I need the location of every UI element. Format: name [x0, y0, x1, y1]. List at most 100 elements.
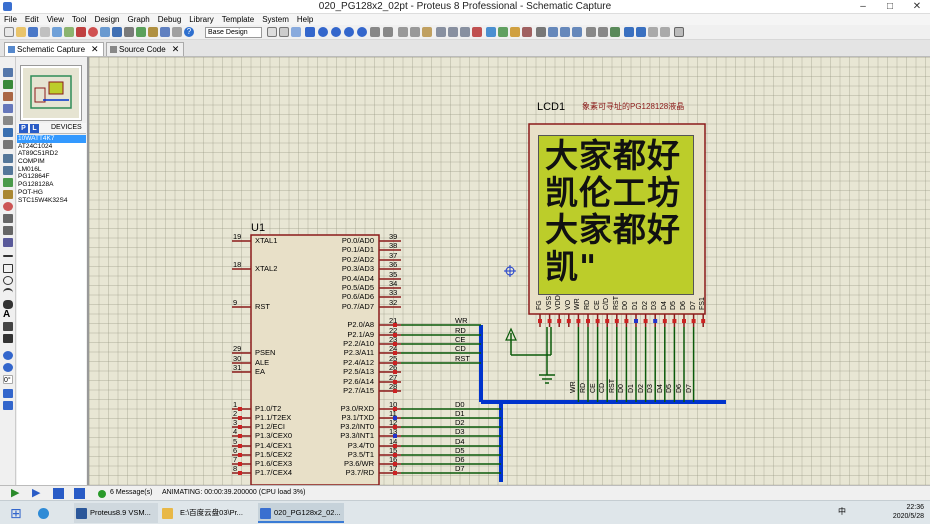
windows-start-icon[interactable]: ⊞ — [10, 505, 22, 521]
open-folder-icon[interactable] — [16, 27, 26, 37]
minimize-button[interactable]: – — [860, 1, 866, 12]
zoom-all-icon[interactable] — [344, 27, 354, 37]
undo-icon[interactable] — [370, 27, 380, 37]
menu-template[interactable]: Template — [221, 15, 255, 24]
code-icon[interactable] — [624, 27, 634, 37]
schematic-icon[interactable] — [76, 27, 86, 37]
help-icon[interactable]: ? — [184, 27, 194, 37]
current-probe-icon[interactable] — [3, 226, 13, 235]
subcircuit-icon[interactable] — [3, 140, 13, 149]
device-item[interactable]: AT24C1024 — [18, 142, 53, 150]
compile-icon[interactable] — [636, 27, 646, 37]
menu-design[interactable]: Design — [94, 15, 120, 24]
zoom-out-icon[interactable] — [331, 27, 341, 37]
marker-icon[interactable] — [3, 334, 13, 343]
taskbar-proteus-word[interactable]: Proteus8.9 VSM... — [74, 503, 158, 523]
tape-recorder-icon[interactable] — [3, 190, 13, 199]
voltage-probe-icon[interactable] — [3, 214, 13, 223]
device-item[interactable]: PG12864F — [18, 173, 50, 181]
cut-icon[interactable] — [398, 27, 408, 37]
device-item[interactable]: STC15W4K32S4 — [18, 196, 68, 204]
pause-icon[interactable] — [53, 488, 64, 499]
pick-devices-button[interactable]: P — [19, 124, 28, 133]
mirror-x-icon[interactable] — [3, 389, 13, 398]
design-select[interactable]: Base Design — [205, 27, 262, 38]
options-icon[interactable] — [648, 27, 658, 37]
device-item[interactable]: AT89C51RD2 — [18, 150, 58, 158]
tab-schematic-capture[interactable]: Schematic Capture✕ — [4, 42, 104, 56]
new-sheet-icon[interactable] — [572, 27, 582, 37]
generator-icon[interactable] — [3, 202, 13, 211]
terminals-icon[interactable] — [3, 154, 13, 163]
taskbar-explorer[interactable]: E:\百度云盘03\Pr... — [178, 503, 248, 523]
refresh-icon[interactable] — [267, 27, 277, 37]
toggle-grid-icon[interactable] — [279, 27, 289, 37]
copy-icon[interactable] — [410, 27, 420, 37]
3d-icon[interactable] — [112, 27, 122, 37]
pick-parts-icon[interactable] — [486, 27, 496, 37]
maximize-button[interactable]: □ — [886, 1, 894, 12]
document-icon[interactable] — [660, 27, 670, 37]
path-icon[interactable] — [3, 300, 13, 309]
ime-indicator[interactable]: 中 — [838, 507, 846, 516]
bus-icon[interactable] — [3, 128, 13, 137]
play-icon[interactable]: ▶ — [11, 487, 20, 499]
box-icon[interactable] — [3, 264, 13, 273]
arc-icon[interactable] — [3, 288, 13, 297]
menu-library[interactable]: Library — [189, 15, 214, 24]
close-tab-icon[interactable]: ✕ — [91, 44, 99, 54]
electrical-rule-icon[interactable] — [598, 27, 608, 37]
redo-icon[interactable] — [383, 27, 393, 37]
paste-icon[interactable] — [422, 27, 432, 37]
edge-icon[interactable] — [38, 503, 56, 523]
wire-autorouter-icon[interactable] — [536, 27, 546, 37]
import-icon[interactable] — [40, 27, 50, 37]
junction-dot-icon[interactable] — [3, 92, 13, 101]
source-code-icon[interactable] — [160, 27, 170, 37]
graph-icon[interactable] — [3, 178, 13, 187]
home-icon[interactable] — [64, 27, 74, 37]
false-origin-icon[interactable] — [291, 27, 301, 37]
make-device-icon[interactable] — [498, 27, 508, 37]
stop-icon[interactable] — [74, 488, 85, 499]
block-copy-icon[interactable] — [436, 27, 446, 37]
rotate-ccw-icon[interactable] — [3, 363, 13, 372]
menu-tool[interactable]: Tool — [71, 15, 87, 24]
menu-view[interactable]: View — [46, 15, 64, 24]
menu-graph[interactable]: Graph — [127, 15, 150, 24]
block-rotate-icon[interactable] — [460, 27, 470, 37]
menu-file[interactable]: File — [4, 15, 17, 24]
search-icon[interactable] — [548, 27, 558, 37]
property-assign-icon[interactable] — [560, 27, 570, 37]
device-item[interactable]: LM016L — [18, 165, 42, 173]
design-explorer-icon[interactable] — [148, 27, 158, 37]
component-mode-icon[interactable] — [3, 80, 13, 89]
step-icon[interactable]: ▶ — [32, 487, 41, 499]
message-count[interactable]: 6 Message(s) — [110, 489, 153, 496]
zoom-area-icon[interactable] — [357, 27, 367, 37]
export-icon[interactable] — [52, 27, 62, 37]
pan-icon[interactable] — [305, 27, 315, 37]
wire-label-icon[interactable] — [3, 104, 13, 113]
menu-system[interactable]: System — [262, 15, 289, 24]
block-delete-icon[interactable] — [472, 27, 482, 37]
mirror-y-icon[interactable] — [3, 401, 13, 410]
menu-debug[interactable]: Debug — [157, 15, 182, 24]
device-item[interactable]: 10WATT4K7 — [17, 135, 86, 143]
device-item[interactable]: POT-HG — [18, 188, 43, 196]
decompose-icon[interactable] — [522, 27, 532, 37]
close-tab-icon[interactable]: ✕ — [171, 44, 180, 54]
bom-icon[interactable] — [136, 27, 146, 37]
new-icon[interactable] — [4, 27, 14, 37]
packaging-icon[interactable] — [510, 27, 520, 37]
project-notes-icon[interactable] — [172, 27, 182, 37]
sheet-icon[interactable] — [674, 27, 684, 37]
pcb-icon[interactable] — [88, 27, 98, 37]
virtual-instruments-icon[interactable] — [3, 238, 13, 247]
bill-of-materials-icon[interactable] — [610, 27, 620, 37]
overview-window[interactable] — [20, 65, 82, 121]
tab-source-code[interactable]: Source Code✕ — [106, 42, 185, 56]
block-move-icon[interactable] — [448, 27, 458, 37]
device-item[interactable]: PG128128A — [18, 181, 54, 189]
